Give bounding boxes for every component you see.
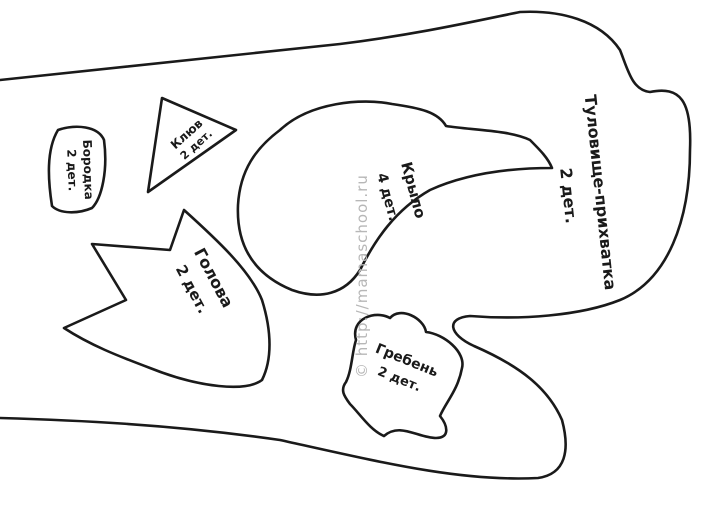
wing-outline: [236, 100, 554, 296]
body-outline: [0, 10, 692, 480]
beard-label-group: Бородка 2 дет.: [64, 139, 96, 200]
beard-count-label: 2 дет.: [64, 149, 79, 191]
beak-outline: [146, 96, 238, 194]
body-name-label: Туловище-прихватка: [581, 94, 620, 291]
watermark-text: © http://mamaschool.ru: [353, 174, 371, 378]
body-label-group: Туловище-прихватка 2 дет.: [556, 94, 620, 291]
wing-label-group: Крыло 4 дет.: [373, 160, 429, 223]
comb-label-group: Гребень 2 дет.: [373, 341, 441, 395]
comb-outline: [341, 311, 464, 440]
wing-count-label: 4 дет.: [373, 171, 401, 222]
beard-outline: [47, 125, 107, 214]
beak-label-group: Клюв 2 дет.: [168, 116, 215, 163]
body-count-label: 2 дет.: [556, 167, 581, 225]
head-outline: [62, 208, 271, 389]
beard-name-label: Бородка: [80, 139, 96, 200]
head-label-group: Голова 2 дет.: [172, 245, 237, 317]
